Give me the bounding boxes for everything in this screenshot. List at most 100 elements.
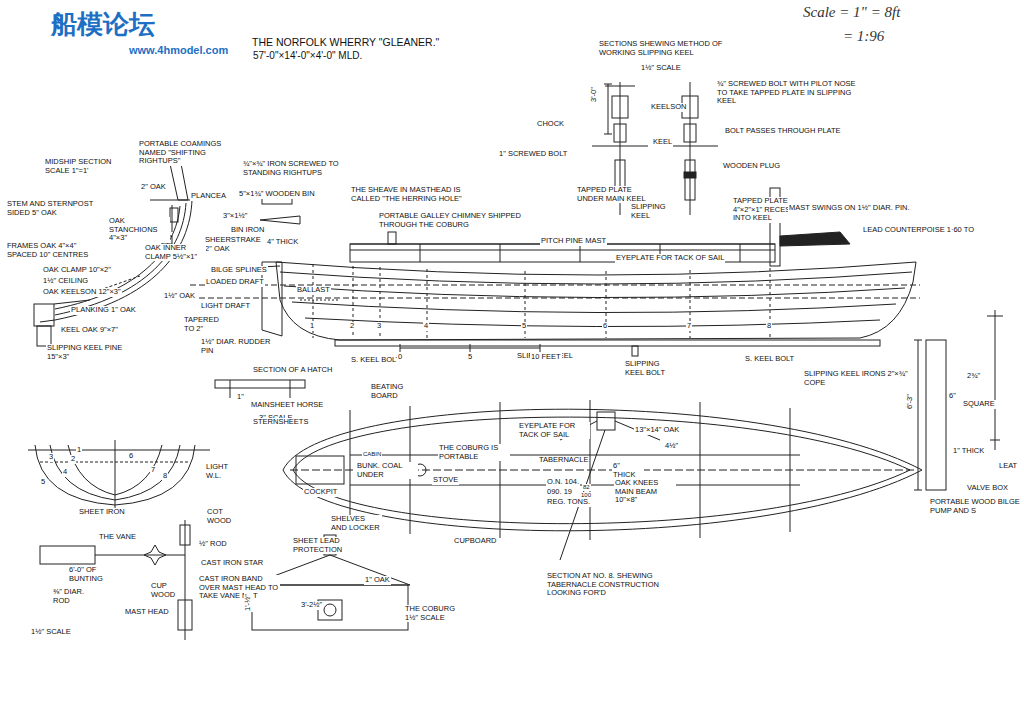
part-label: LEAT [998,462,1018,471]
part-label: OAK KNEES MAIN BEAM 10"×8" [614,479,676,505]
part-label: FRAMES OAK 4"×4" SPACED 10" CENTRES [6,242,100,259]
part-label: BUNK. COAL UNDER [356,462,418,479]
part-label: 6 [602,322,608,331]
part-label: 2 [349,322,355,331]
part-label: 5"×1¾" WOODEN BIN [238,190,316,199]
part-label: 8 [162,472,168,481]
part-label: LEAD COUNTERPOISE 1·60 TO [862,226,975,235]
hatch-section [215,380,305,398]
part-label: PLANKING 1" OAK [70,306,137,315]
part-label: LOADED DRAFT [205,278,265,287]
part-label: SHELVES AND LOCKER [330,515,382,532]
part-label: CUPBOARD [453,537,498,546]
part-label: 090. 19 [546,488,573,497]
part-label: BALLAST [296,286,331,295]
part-label: 4 [423,322,429,331]
part-label: ¾"×¾" IRON SCREWED TO STANDING RIGHTUPS [242,160,349,177]
part-label: S. KEEL BOLT [350,356,401,365]
part-label: SHEET IRON [78,508,126,517]
part-label: SECTION AT NO. 8. SHEWING TABERNACLE CON… [546,572,678,598]
part-label: SLIPPING KEEL IRONS 2"×¾" COPE [803,370,915,387]
part-label: PLANCEA [190,192,227,201]
bilge-pump [914,310,1003,490]
part-label: 6" [948,392,957,401]
part-label: 6'-0" OF BUNTING [68,566,115,583]
part-label: SQUARE [962,400,996,409]
part-label: KEEL [652,138,673,147]
part-label: CABIN [362,451,382,458]
part-label: OAK KEELSON 12"×3" [42,288,122,297]
part-label: STEM AND STERNPOST SIDED 5" OAK [6,200,104,217]
part-label: TAPPED PLATE UNDER MAIN KEEL [576,186,658,203]
part-label: 13"×14" OAK [634,426,680,435]
body-plan [28,440,210,508]
drawing-title: THE NORFOLK WHERRY "GLEANER." [252,36,439,48]
part-label: 6" THICK [612,462,644,479]
part-label: 5 [40,478,46,487]
part-label: 1 [309,322,315,331]
part-label: CUP WOOD [150,582,182,599]
part-label: ⅜" DIAR. ROD [52,588,94,605]
part-label: SHEERSTRAKE 2" OAK [204,236,266,253]
part-label: 5 [467,353,473,362]
part-label: SLIPPING KEEL PINE 15"×3" [46,344,138,361]
part-label: BEATING BOARD [370,383,412,400]
part-label: 82 [582,484,591,491]
vane [40,520,192,640]
part-label: 3'-2½" [300,601,323,610]
part-label: STOVE [432,476,459,485]
part-label: 1" OAK [364,576,391,585]
part-label: KEEL OAK 9"×7" [60,326,119,335]
part-label: 2" OAK [140,183,167,192]
part-label: SECTION OF A HATCH [252,366,333,375]
part-label: EYEPLATE FOR TACK OF SAIL [518,422,590,439]
part-label: 3 [376,322,382,331]
hull-profile [190,188,920,356]
part-label: = 1:96 [842,28,885,45]
part-label: CHOCK [536,120,565,129]
part-label: REG. TONS. [546,498,591,507]
part-label: www.4hmodel.com [128,44,229,57]
part-label: MAST HEAD [124,608,170,617]
part-label: STERNSHEETS [252,418,309,427]
part-label: 1½" OAK [163,292,196,301]
part-label: SLIPPING KEEL [630,203,674,220]
part-label: ¾" SCREWED BOLT WITH PILOT NOSE TO TAKE … [716,80,868,106]
part-label: 1" SCREWED BOLT [498,150,568,159]
part-label: 4" THICK [266,238,299,247]
part-label: 1½" SCALE [30,628,72,637]
part-label: PORTABLE WOOD BILGE PUMP AND S [929,498,1021,515]
part-label: MIDSHIP SECTION SCALE 1"=1' [44,158,116,175]
part-label: THE SHEAVE IN MASTHEAD IS CALLED "THE HE… [350,186,482,203]
hull-plan [283,400,922,560]
part-label: 6 [128,452,134,461]
part-label: 7 [686,322,692,331]
part-label: S. KEEL BOLT [744,355,795,364]
part-label: BIN IRON [230,226,265,235]
part-label: 1½" CEILING [42,277,89,286]
part-label: 5 [521,322,527,331]
part-label: SLIPPING KEEL BOLT [624,360,681,377]
part-label: SHEET LEAD PROTECTION [292,537,354,554]
part-label: CAST IRON BAND OVER MAST HEAD TO TAKE VA… [198,575,280,601]
part-label: BILGE SPLINES [210,266,268,275]
part-label: OAK INNER CLAMP 5½"×1" [144,244,206,261]
part-label: O.N. 104. [546,478,580,487]
part-label: SECTIONS SHEWING METHOD OF WORKING SLIPP… [598,40,750,57]
bin-iron [260,196,300,224]
part-label: 1" [236,393,245,402]
part-label: MAST SWINGS ON 1½" DIAR. PIN. [788,204,910,213]
part-label: TAPERED TO 2" [183,316,230,333]
part-label: 1" THICK [952,447,985,456]
part-label: 4 [62,468,68,477]
part-label: 3"×1½" [222,212,248,221]
part-label: 4½" [664,442,679,451]
part-label: ½" ROD [198,540,228,549]
part-label: TABERNACLE [538,456,589,465]
part-label: MAINSHEET HORSE [250,401,324,410]
part-label: WOODEN PLUG [722,162,781,171]
part-label: 1½" DIAR. RUDDER PIN [200,338,277,355]
part-label: EYEPLATE FOR TACK OF SAIL [615,254,725,263]
part-label: THE VANE [98,533,137,542]
